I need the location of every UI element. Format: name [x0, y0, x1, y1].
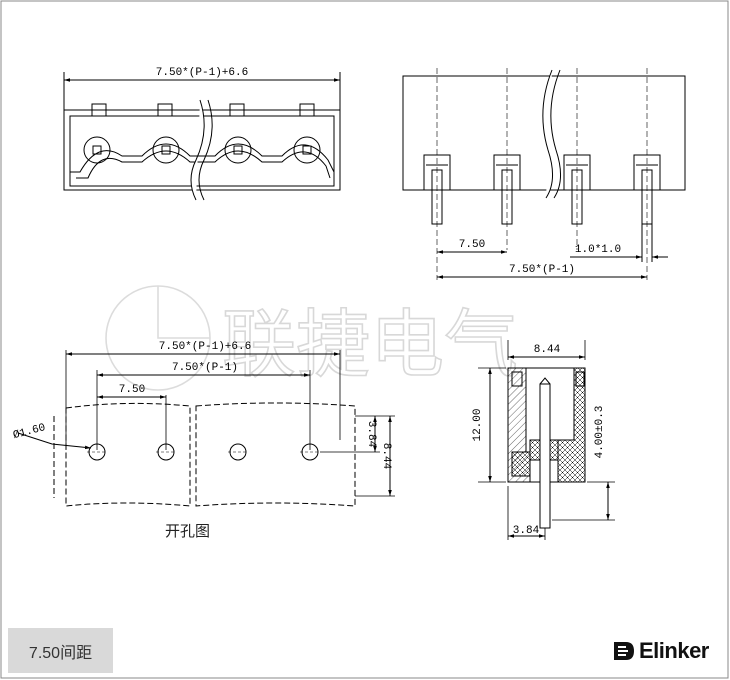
hole-pattern-caption: 开孔图	[165, 522, 211, 540]
side-span-dim: 7.50*(P-1)	[509, 264, 575, 276]
hole-depth-dim: 8.44	[380, 443, 392, 470]
side-view	[402, 68, 686, 280]
end-view	[478, 340, 615, 540]
end-pin-length-dim: 4.00±0.3	[594, 406, 606, 459]
top-view	[63, 72, 341, 201]
hole-pattern	[17, 350, 395, 507]
hole-diameter-dim: Ø1.60	[12, 422, 47, 442]
hole-pitch-dim: 7.50	[119, 384, 145, 396]
end-height-dim: 12.00	[472, 408, 484, 441]
end-width-dim: 8.44	[534, 344, 561, 356]
brand-logo: Elinker	[612, 636, 709, 666]
top-overall-dim: 7.50*(P-1)+6.6	[156, 67, 248, 79]
side-pitch-dim: 7.50	[459, 239, 485, 251]
hole-row-offset-dim: 3.84	[365, 421, 377, 448]
hole-span-dim: 7.50*(P-1)	[172, 362, 238, 374]
pitch-label: 7.50间距	[8, 628, 113, 673]
brand-name: Elinker	[639, 638, 709, 663]
end-pin-offset-dim: 3.84	[513, 525, 540, 537]
hole-overall-dim: 7.50*(P-1)+6.6	[159, 341, 251, 353]
side-pin-dim: 1.0*1.0	[575, 244, 621, 256]
elinker-logo-icon	[614, 642, 634, 660]
watermark: 联捷电气	[105, 285, 519, 391]
